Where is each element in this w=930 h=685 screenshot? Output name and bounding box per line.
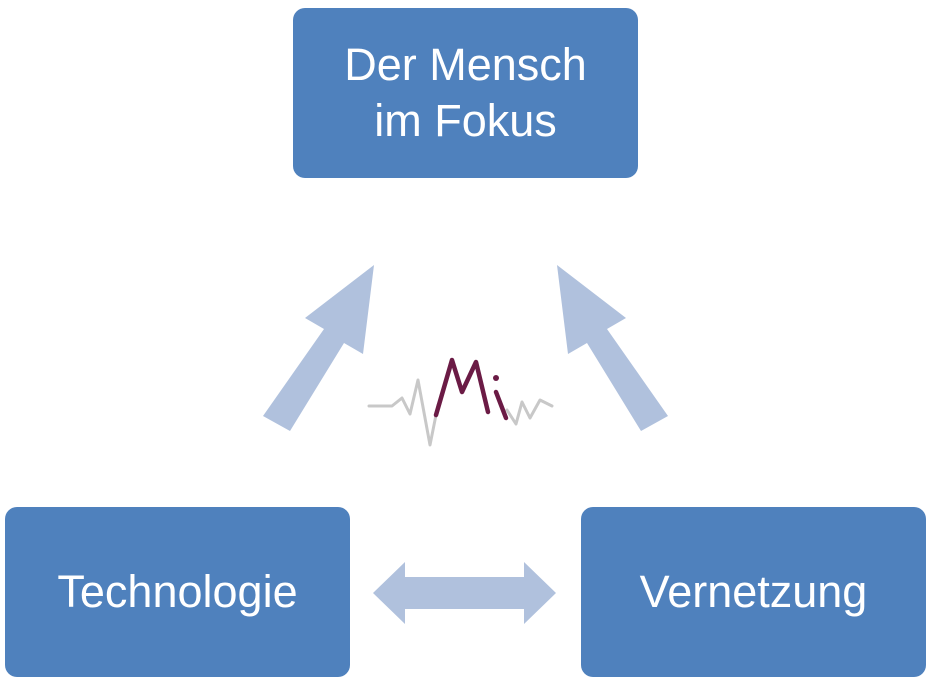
node-top-label: Der Mensch im Fokus: [344, 37, 587, 150]
logo-wave-left: [367, 378, 440, 447]
node-der-mensch-im-fokus: Der Mensch im Fokus: [293, 8, 638, 178]
node-left-label: Technologie: [57, 565, 298, 617]
node-technologie: Technologie: [5, 507, 350, 677]
logo-letter-i: [493, 389, 509, 421]
logo-wave-right: [505, 398, 554, 426]
logo-i-dot: [493, 375, 499, 381]
logo-letter-m: [433, 357, 491, 418]
node-vernetzung: Vernetzung: [581, 507, 926, 677]
node-top-label-line2: im Fokus: [374, 95, 557, 146]
node-right-label: Vernetzung: [639, 565, 868, 617]
arrow-vernetzung-to-mensch: [557, 265, 668, 431]
arrow-technologie-vernetzung: [373, 562, 556, 624]
arrow-technologie-to-mensch: [263, 265, 374, 431]
node-top-label-line1: Der Mensch: [344, 38, 587, 90]
logo: [367, 357, 554, 447]
